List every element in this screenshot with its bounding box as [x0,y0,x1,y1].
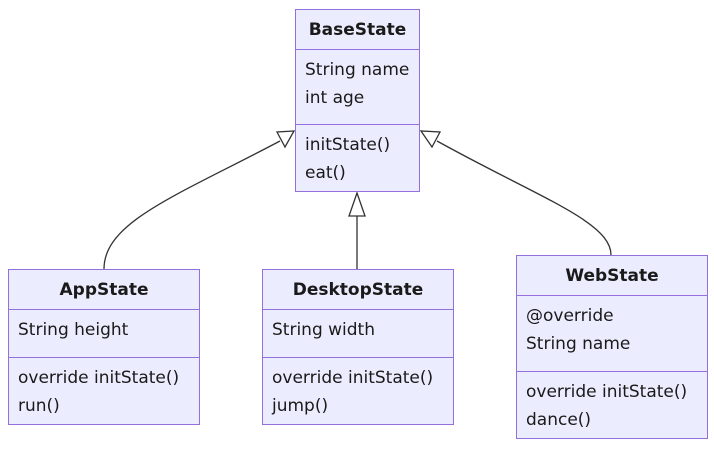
inheritance-arrowhead [348,191,366,217]
class-basestate: BaseState String name int age initState(… [295,9,420,192]
attribute: int age [305,88,365,108]
attribute: String name [526,334,631,354]
method: eat() [305,163,346,183]
class-attributes: String name int age [296,50,419,125]
class-appstate: AppState String height override initStat… [8,269,200,425]
attribute: @override [526,306,614,326]
attribute: String name [305,60,410,80]
method: run() [18,396,60,416]
inheritance-arrowhead [419,130,442,149]
class-methods: override initState() dance() [517,372,707,434]
attribute: String width [272,320,375,340]
method: dance() [526,410,592,430]
method: jump() [272,396,329,416]
edge-webstate-to-basestate [436,140,612,256]
class-methods: override initState() jump() [263,358,453,420]
class-attributes: String height [9,310,199,358]
class-name: AppState [9,270,199,310]
class-methods: override initState() run() [9,358,199,420]
method: override initState() [272,368,434,388]
class-name: BaseState [296,10,419,50]
attribute: String height [18,320,129,340]
class-name: DesktopState [263,270,453,310]
method: override initState() [526,382,688,402]
class-methods: initState() eat() [296,125,419,187]
inheritance-arrowhead [275,130,296,149]
method: initState() [305,135,391,155]
class-name: WebState [517,256,707,296]
class-attributes: String width [263,310,453,358]
class-desktopstate: DesktopState String width override initS… [262,269,454,425]
edge-appstate-to-basestate [103,140,281,270]
class-attributes: @override String name [517,296,707,372]
method: override initState() [18,368,180,388]
class-webstate: WebState @override String name override … [516,255,708,439]
